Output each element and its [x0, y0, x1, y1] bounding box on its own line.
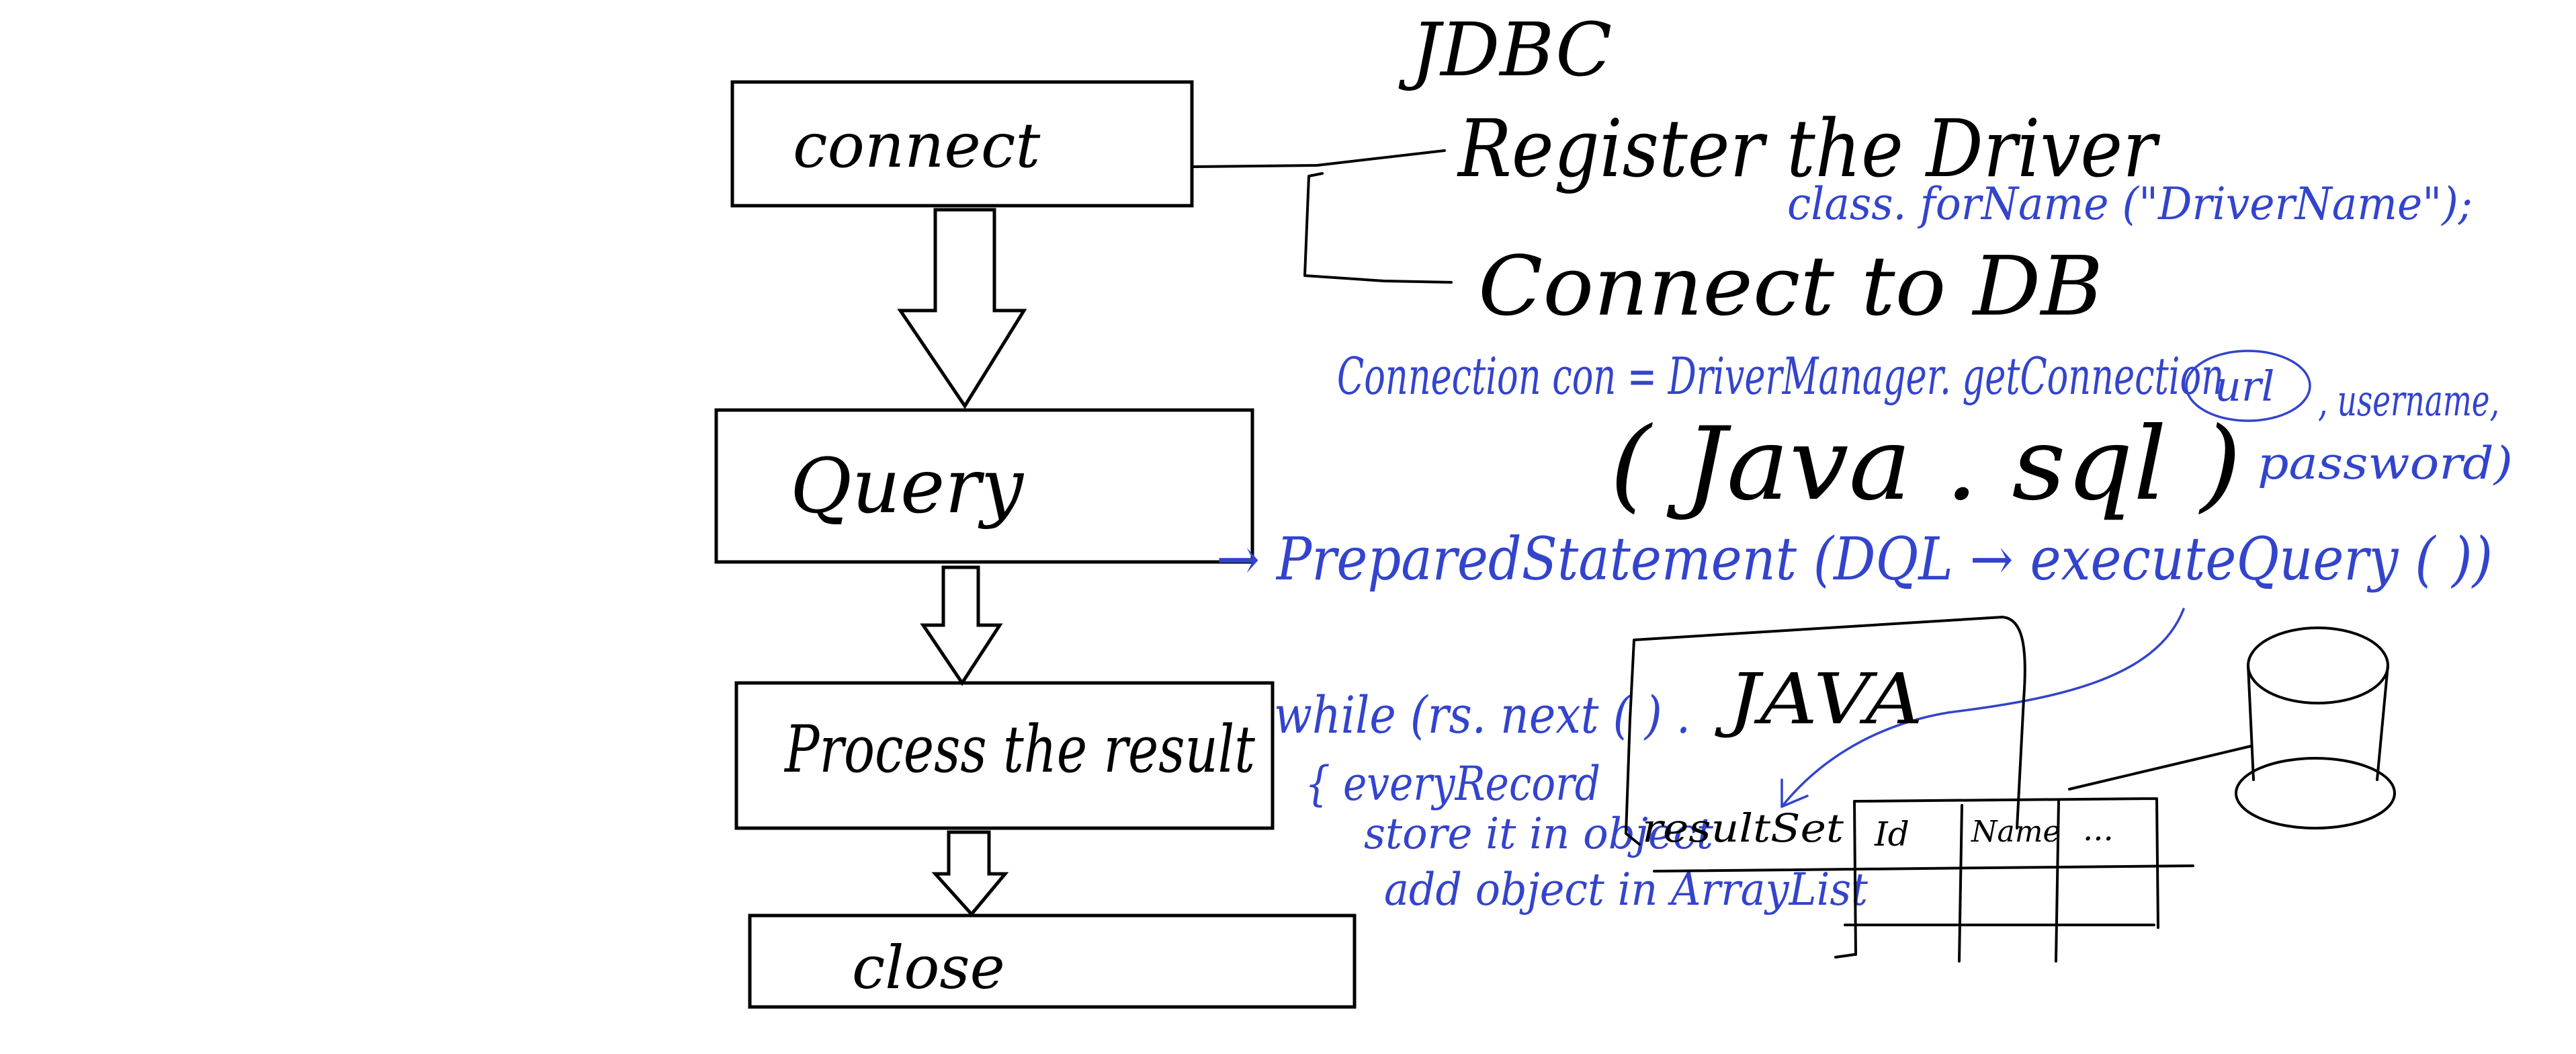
database-cylinder-icon — [2235, 626, 2396, 829]
prepared-statement-note: → PreparedStatement (DQL → executeQuery … — [1216, 524, 2493, 594]
connector-to-connect-db — [1303, 172, 1453, 284]
while-loop-note: while (rs. next ( ) . — [1274, 685, 1690, 745]
connect-to-db-text: Connect to DB — [1478, 239, 2103, 334]
flow-arrow-process-to-close — [931, 830, 1009, 917]
db-to-java-connector — [2068, 745, 2252, 790]
execute-query-arrowhead — [1780, 778, 1809, 808]
connect-box: connect — [730, 80, 1194, 208]
table-header-name: Name — [1971, 815, 2061, 849]
flow-arrow-connect-to-query — [897, 208, 1027, 409]
table-header-extra: ... — [2083, 811, 2114, 848]
get-connection-code: Connection con = DriverManager. getConne… — [1337, 346, 2224, 406]
flow-arrow-query-to-process — [920, 565, 1003, 686]
close-label: close — [852, 933, 1005, 1002]
username-param-text: , username, — [2318, 376, 2499, 426]
execute-query-curve-arrow — [1780, 608, 2185, 808]
connect-label: connect — [793, 110, 1041, 181]
java-sql-package-text: ( Java . sql ) — [1610, 406, 2241, 523]
query-box: Query — [714, 408, 1254, 564]
jdbc-title: JDBC — [1398, 7, 1612, 93]
query-label: Query — [790, 443, 1025, 530]
url-circle — [2185, 350, 2311, 422]
class-forname-code: class. forName ("DriverName"); — [1787, 178, 2473, 230]
url-param-text: url — [2215, 362, 2274, 411]
resultset-label: resultSet — [1642, 805, 1844, 851]
register-driver-text: Register the Driver — [1457, 102, 2161, 195]
every-record-note: { everyRecord — [1305, 756, 1600, 811]
close-box: close — [748, 914, 1357, 1009]
add-arraylist-note: add object in ArrayList — [1384, 864, 1868, 916]
java-box-label: JAVA — [1715, 658, 1923, 740]
java-box-outline — [1625, 616, 2026, 846]
process-result-label: Process the result — [783, 712, 1255, 787]
password-param-text: password) — [2258, 438, 2513, 489]
result-table-outline — [1653, 797, 2194, 963]
process-result-box: Process the result — [734, 681, 1275, 830]
table-header-id: Id — [1874, 815, 1909, 854]
store-object-note: store it in object — [1364, 809, 1713, 859]
connector-to-register — [1192, 149, 1446, 168]
